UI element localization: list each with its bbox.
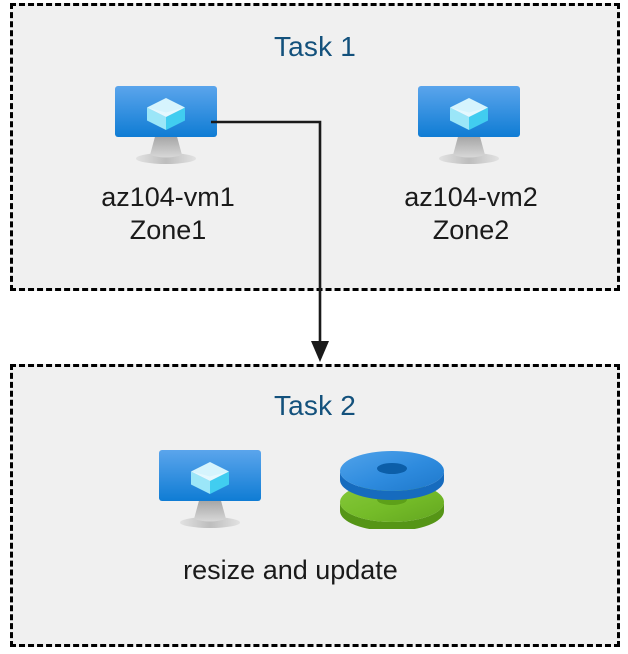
task-2-title: Task 2 — [273, 390, 357, 421]
node-az104-vm2[interactable]: az104-vm2 Zone2 — [404, 85, 538, 245]
node-az104-vm2-label: az104-vm2 Zone2 — [404, 181, 538, 247]
node-az104-vm2-name: az104-vm2 — [404, 182, 538, 212]
node-task2-disk[interactable] — [334, 447, 450, 529]
node-az104-vm2-zone: Zone2 — [432, 215, 510, 245]
azure-virtual-machine-icon — [418, 86, 520, 164]
connector-arrowhead-icon — [311, 341, 329, 362]
task-1-container[interactable]: Task 1 — [10, 3, 620, 291]
node-az104-vm1[interactable]: az104-vm1 Zone1 — [101, 85, 235, 245]
node-az104-vm1-label: az104-vm1 Zone1 — [101, 181, 235, 247]
azure-virtual-machine-icon — [115, 86, 217, 164]
azure-virtual-machine-icon — [159, 450, 261, 528]
azure-managed-disk-icon — [340, 451, 444, 529]
task-2-caption: resize and update — [183, 555, 398, 585]
node-task2-vm[interactable] — [157, 449, 267, 529]
task-1-title: Task 1 — [273, 31, 357, 62]
node-az104-vm1-zone: Zone1 — [129, 215, 207, 245]
task-2-container[interactable]: Task 2 — [10, 364, 620, 647]
node-az104-vm1-name: az104-vm1 — [101, 182, 235, 212]
